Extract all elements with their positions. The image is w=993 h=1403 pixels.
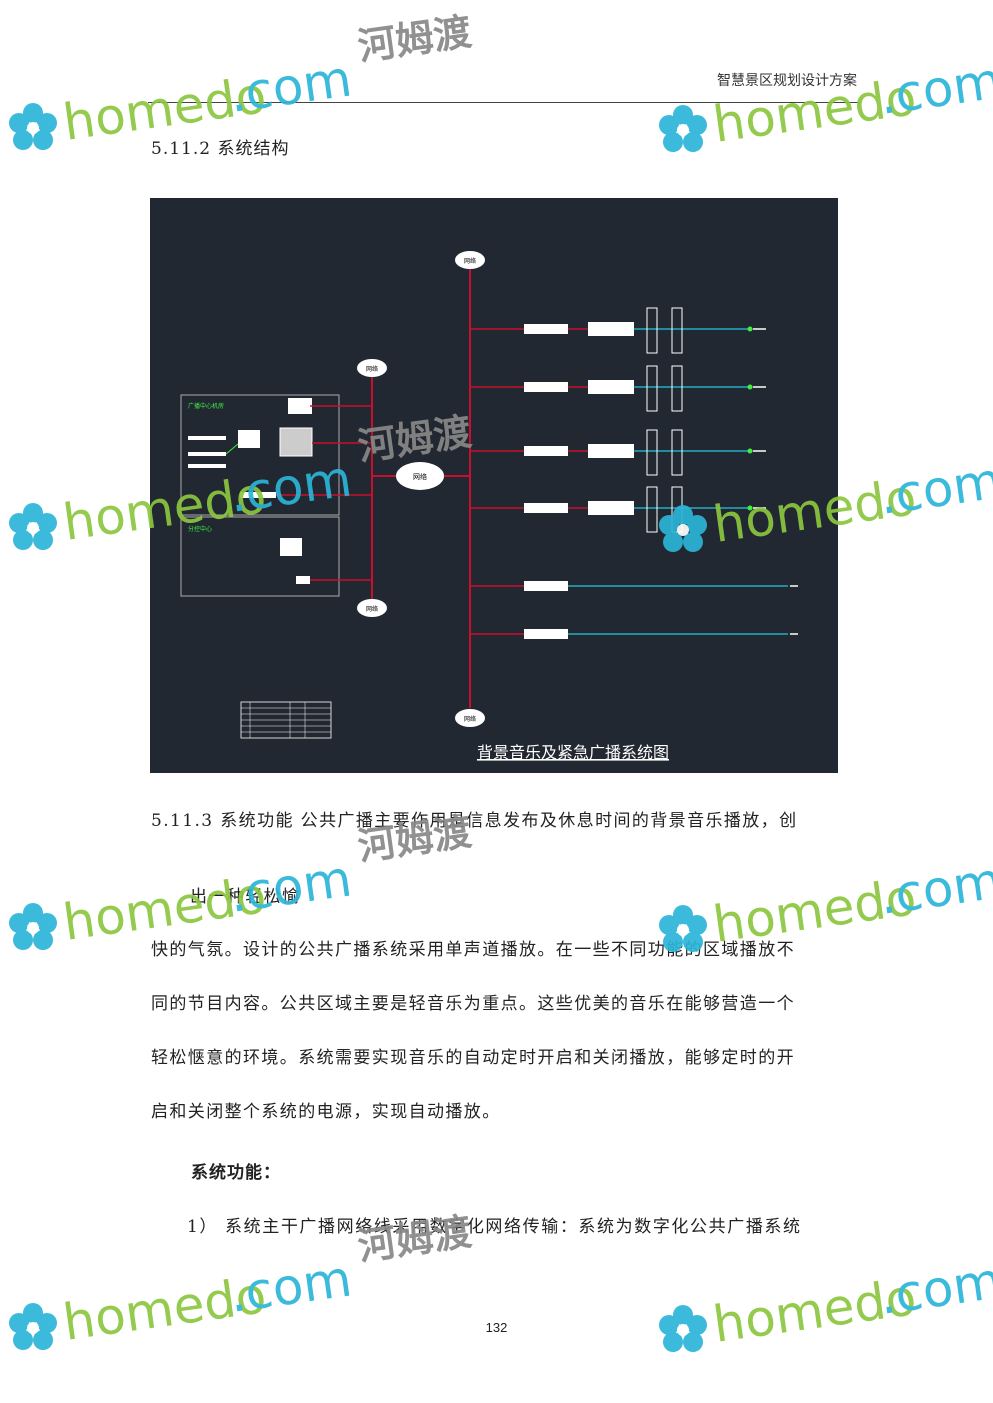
branch-rows [470,307,798,639]
watermark-top-right: homedo .com [650,30,993,164]
cloud-left-bottom: 网络 [357,599,387,617]
page-header-title: 智慧景区规划设计方案 [717,73,857,89]
system-diagram: 网络 网络 网络 网络 网络 广播中心机房 [150,198,838,773]
svg-text:网络: 网络 [464,257,476,265]
sub-control-box [180,516,340,597]
cloud-center: 网络 [396,462,444,490]
paragraph-line-6: 启和关闭整个系统的电源，实现自动播放。 [151,1102,501,1122]
page-number: 132 [485,1320,508,1335]
svg-text:homedo: homedo [710,1268,920,1354]
svg-text:.com: .com [226,49,356,124]
svg-text:.com: .com [876,851,993,926]
list-item-1: 1） 系统主干广播网络线采用数字化网络传输：系统为数字化公共广播系统 [187,1217,802,1237]
svg-text:.com: .com [226,1249,356,1324]
svg-text:网络: 网络 [464,715,476,723]
header-rule [148,102,860,103]
svg-text:网络: 网络 [366,605,378,613]
legend-table [240,701,332,739]
paragraph-line-1: 5.11.3 系统功能 公共广播主要作用是信息发布及休息时间的背景音乐播放，创 [151,811,798,831]
cloud-bottom: 网络 [455,709,485,727]
svg-text:.com: .com [876,1251,993,1326]
svg-text:分控中心: 分控中心 [188,525,212,533]
paragraph-line-3: 快的气氛。设计的公共广播系统采用单声道播放。在一些不同功能的区域播放不 [151,940,795,960]
cloud-top: 网络 [455,251,485,269]
svg-text:网络: 网络 [366,365,378,373]
svg-text:网络: 网络 [413,472,427,481]
subheading: 系统功能： [191,1163,281,1183]
svg-text:.com: .com [876,51,993,126]
paragraph-line-5: 轻松惬意的环境。系统需要实现音乐的自动定时开启和关闭播放，能够定时的开 [151,1048,795,1068]
watermark-bottom-right: homedo .com [650,1230,993,1364]
diagram-caption: 背景音乐及紧急广播系统图 [477,743,669,762]
paragraph-line-4: 同的节目内容。公共区域主要是轻音乐为重点。这些优美的音乐在能够营造一个 [151,994,795,1014]
cloud-left-top: 网络 [357,359,387,377]
paragraph-line-2: 出一种轻松愉 [190,887,301,907]
svg-text:homedo: homedo [60,1266,270,1352]
broadcast-room-box [180,394,340,516]
svg-text:.com: .com [876,451,993,526]
svg-text:广播中心机房: 广播中心机房 [188,402,224,410]
section-title: 5.11.2 系统结构 [151,139,290,159]
svg-text:河姆渡: 河姆渡 [355,9,474,68]
